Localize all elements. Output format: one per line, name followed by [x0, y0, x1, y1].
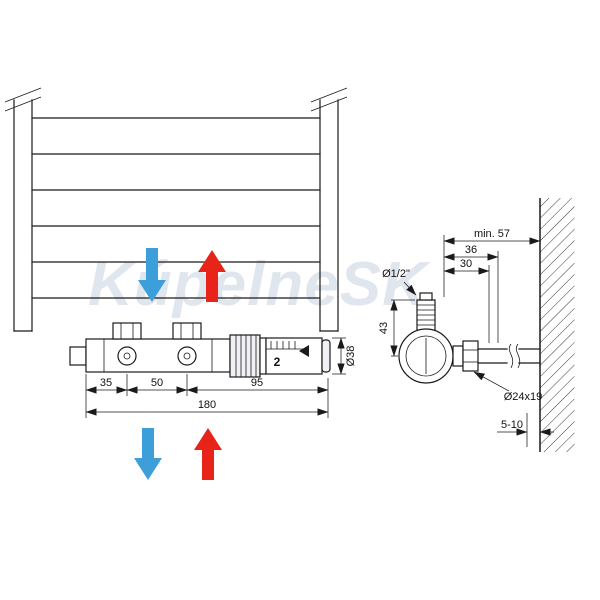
side-valve-union-nut: [452, 340, 479, 372]
radiator-break-marks: [4, 87, 348, 112]
flow-arrow-up-red-icon: [194, 428, 222, 480]
dim-label-95: 95: [251, 377, 263, 389]
dim-diameter-38: Ø38: [332, 337, 357, 375]
dim-label-36: 36: [465, 244, 477, 256]
valve-left-stub: [69, 346, 87, 366]
thermostatic-head: 2: [265, 337, 331, 375]
dim-label-d38: Ø38: [345, 346, 357, 367]
dim-label-50: 50: [151, 377, 163, 389]
head-end-cap: [321, 339, 331, 373]
dim-label-35: 35: [100, 377, 112, 389]
thermostatic-head-collar: [229, 334, 267, 378]
head-setting-label: 2: [274, 355, 281, 369]
dim-label-180: 180: [198, 399, 216, 411]
valve-body: [85, 338, 231, 373]
head-indicator-arrow-icon: [299, 345, 309, 357]
dim-label-wall-gap: 5-10: [501, 419, 523, 431]
flow-arrows-upper: [138, 248, 226, 302]
side-valve-body: [398, 328, 454, 384]
dim-label-thread: Ø1/2": [382, 268, 410, 280]
side-view-dimensions: min. 57 36 30 Ø1/2" 43 Ø24x19 5-10: [378, 228, 554, 447]
wall-section: [539, 198, 575, 452]
flow-arrow-down-blue-icon: [138, 248, 166, 302]
side-pipe-to-wall: [477, 343, 541, 369]
valve-side-view: [398, 292, 541, 384]
radiator-rungs: [31, 117, 321, 299]
watermark-text: KúpelneSK: [88, 250, 431, 319]
dim-label-43: 43: [378, 322, 390, 334]
valve-body-seams: [103, 339, 213, 372]
flow-arrows-lower: [134, 428, 222, 480]
dim-label-min57: min. 57: [474, 228, 510, 240]
flow-arrow-down-blue-icon: [134, 428, 162, 480]
side-valve-top-stub: [416, 292, 436, 332]
dim-label-union: Ø24x19: [504, 391, 543, 403]
valve-assembly-front-view: 2: [69, 322, 331, 378]
dim-label-30: 30: [460, 258, 472, 270]
valve-ports: [117, 346, 197, 366]
radiator-rails: [13, 99, 339, 332]
flow-arrow-up-red-icon: [198, 250, 226, 302]
front-view-dimensions: 35 50 95 180: [85, 374, 329, 418]
radiator-front-view: [4, 87, 348, 332]
valve-connection-nuts: [112, 322, 202, 340]
